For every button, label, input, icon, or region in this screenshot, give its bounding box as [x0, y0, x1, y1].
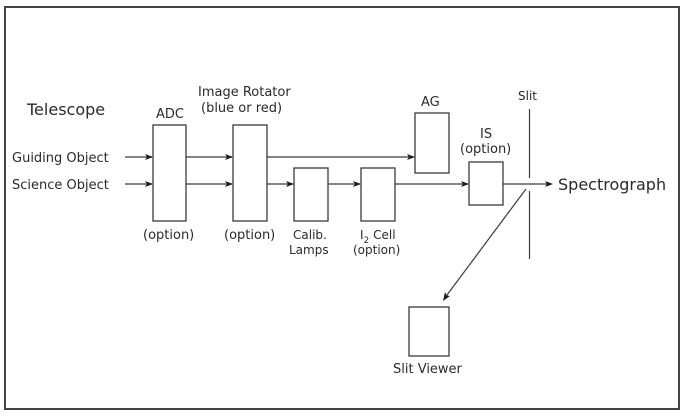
i2-cell-label: I2 Cell	[360, 228, 396, 246]
rotator-label-line1: Image Rotator	[198, 85, 291, 100]
slit-viewer-box	[408, 306, 450, 357]
i2-label-rest: Cell	[369, 228, 395, 242]
ag-label: AG	[421, 95, 440, 110]
i2-cell-box	[360, 167, 396, 222]
arrowhead	[407, 154, 415, 160]
spectrograph-label: Spectrograph	[558, 175, 666, 194]
arrowhead	[225, 154, 233, 160]
telescope-label: Telescope	[26, 100, 105, 119]
is-option-label: (option)	[460, 142, 511, 157]
calib-label-line1: Calib.	[293, 228, 327, 242]
arrowhead	[443, 292, 450, 301]
rotator-box	[232, 124, 268, 222]
slit-to-viewer-arrow	[443, 188, 527, 300]
is-label: IS	[480, 127, 492, 142]
adc-label: ADC	[156, 107, 184, 122]
arrowhead	[286, 181, 294, 187]
adc-option-label: (option)	[143, 228, 194, 243]
arrowhead	[545, 181, 553, 187]
guiding-object-label: Guiding Object	[12, 151, 109, 166]
rotator-option-label: (option)	[224, 228, 275, 243]
adc-box	[152, 124, 187, 222]
ag-box	[414, 112, 450, 174]
i2-option-label: (option)	[353, 243, 400, 257]
arrowhead	[461, 181, 469, 187]
arrowhead	[145, 181, 153, 187]
calib-lamps-box	[293, 167, 329, 222]
is-box	[468, 161, 504, 206]
slit-viewer-label: Slit Viewer	[393, 362, 463, 377]
rotator-label-line2: (blue or red)	[201, 101, 282, 116]
science-object-label: Science Object	[12, 178, 109, 193]
calib-label-line2: Lamps	[289, 243, 329, 257]
arrowhead	[145, 154, 153, 160]
arrowhead	[353, 181, 361, 187]
i2-label-subscript: 2	[364, 236, 370, 246]
i2-label-main: I	[360, 228, 364, 242]
diagram-frame	[4, 6, 680, 410]
arrowhead	[225, 181, 233, 187]
slit-label: Slit	[518, 89, 537, 103]
